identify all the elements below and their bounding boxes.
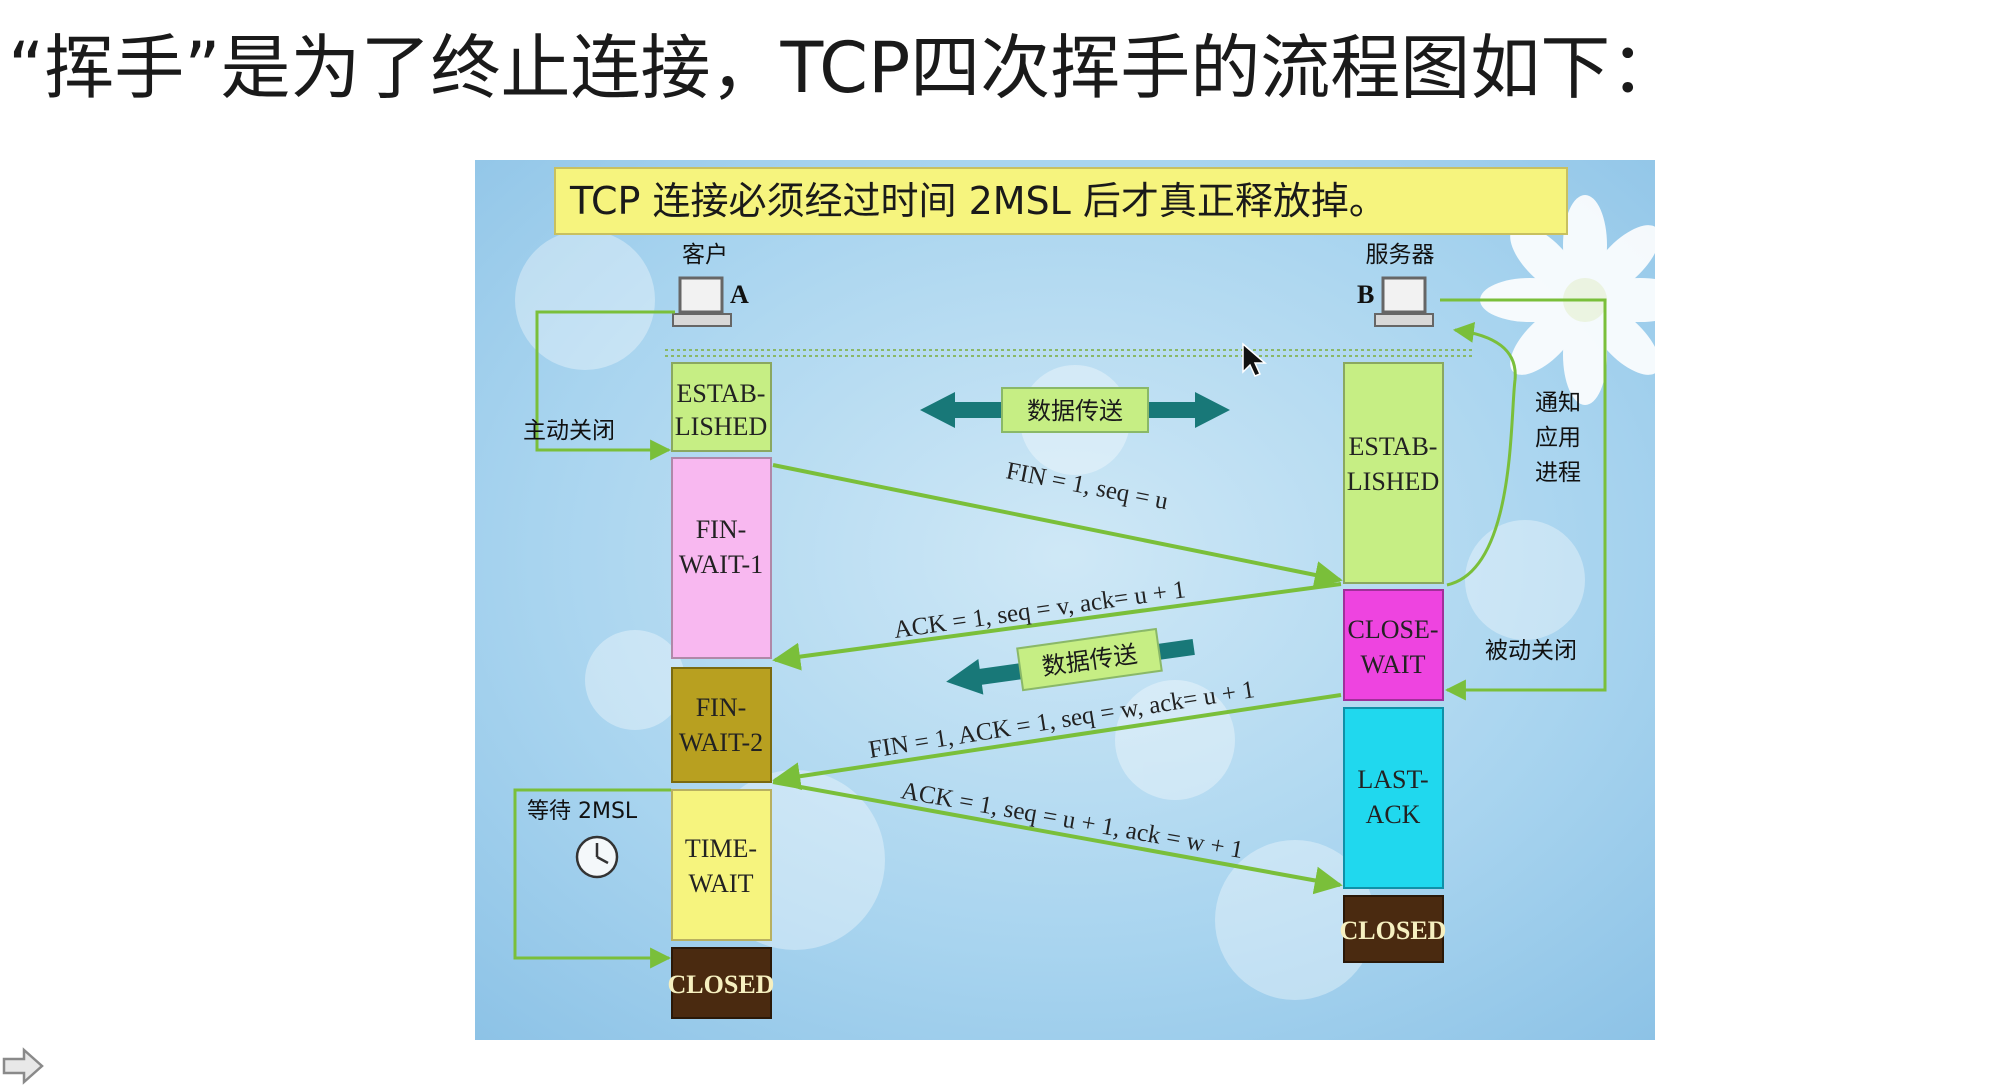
data-transfer-double-arrow: 数据传送	[920, 387, 1230, 433]
svg-text:CLOSE-: CLOSE-	[1348, 615, 1439, 644]
passive-close-label: 被动关闭	[1485, 638, 1577, 664]
client-label: 客户	[682, 242, 728, 268]
server-label: 服务器	[1366, 242, 1435, 268]
server-state-established: ESTAB- LISHED	[1343, 362, 1444, 584]
svg-text:LISHED: LISHED	[1347, 467, 1439, 496]
passive-close-arrow	[1440, 298, 1607, 701]
next-slide-arrow-icon[interactable]	[0, 1046, 46, 1086]
tcp-four-way-handshake-figure: TCP 连接必须经过时间 2MSL 后才真正释放掉。 客户 A 服务器 B ES…	[475, 160, 1655, 1040]
client-state-time-wait: TIME- WAIT	[671, 789, 772, 941]
client-state-established: ESTAB- LISHED	[671, 362, 772, 452]
ack-arrow	[772, 582, 1342, 671]
clock-icon	[575, 835, 619, 879]
svg-text:进程: 进程	[1535, 460, 1581, 486]
notify-app-arrow	[1446, 321, 1517, 587]
svg-text:ESTAB-: ESTAB-	[1349, 432, 1438, 461]
client-computer-icon	[672, 276, 732, 327]
notify-app-label: 通知 应用 进程	[1535, 390, 1581, 486]
svg-text:数据传送: 数据传送	[1027, 397, 1123, 425]
client-state-fin-wait-2: FIN- WAIT-2	[671, 667, 772, 783]
wait-2msl-arrow	[513, 788, 672, 969]
wait-2msl-label: 等待 2MSL	[527, 799, 638, 824]
server-state-close-wait: CLOSE- WAIT	[1343, 589, 1444, 701]
svg-text:WAIT-1: WAIT-1	[679, 550, 763, 579]
server-letter: B	[1357, 280, 1374, 309]
svg-text:LISHED: LISHED	[675, 412, 767, 441]
client-state-fin-wait-1: FIN- WAIT-1	[671, 457, 772, 659]
svg-text:ESTAB-: ESTAB-	[677, 379, 766, 408]
fin-arrow	[772, 463, 1343, 589]
svg-text:FIN-: FIN-	[696, 693, 747, 722]
active-close-label: 主动关闭	[523, 418, 615, 444]
fin-ack-arrow	[772, 693, 1342, 791]
tcp-diagram-svg: TCP 连接必须经过时间 2MSL 后才真正释放掉。 客户 A 服务器 B ES…	[475, 160, 1655, 1040]
data-transfer-left-arrow: 数据传送	[946, 627, 1195, 695]
svg-text:WAIT: WAIT	[1361, 650, 1426, 679]
server-state-closed: CLOSED	[1340, 895, 1447, 963]
active-close-arrow	[535, 310, 675, 461]
server-state-last-ack: LAST- ACK	[1343, 707, 1444, 889]
svg-text:CLOSED: CLOSED	[1340, 916, 1447, 945]
mouse-cursor-icon	[1242, 342, 1268, 377]
banner-text: TCP 连接必须经过时间 2MSL 后才真正释放掉。	[569, 179, 1387, 223]
svg-text:LAST-: LAST-	[1357, 765, 1428, 794]
svg-text:TIME-: TIME-	[685, 834, 757, 863]
svg-text:CLOSED: CLOSED	[668, 970, 775, 999]
client-state-closed: CLOSED	[668, 947, 775, 1019]
svg-text:ACK: ACK	[1366, 800, 1421, 829]
server-computer-icon	[1374, 276, 1434, 327]
final-ack-arrow	[772, 780, 1343, 895]
banner-box	[554, 167, 1568, 235]
client-letter: A	[730, 280, 749, 309]
svg-text:WAIT: WAIT	[689, 869, 754, 898]
svg-text:WAIT-2: WAIT-2	[679, 728, 763, 757]
page-heading: “挥手”是为了终止连接，TCP四次挥手的流程图如下：	[8, 27, 1681, 109]
svg-text:通知: 通知	[1535, 390, 1581, 416]
svg-text:FIN-: FIN-	[696, 515, 747, 544]
svg-text:应用: 应用	[1535, 425, 1581, 451]
